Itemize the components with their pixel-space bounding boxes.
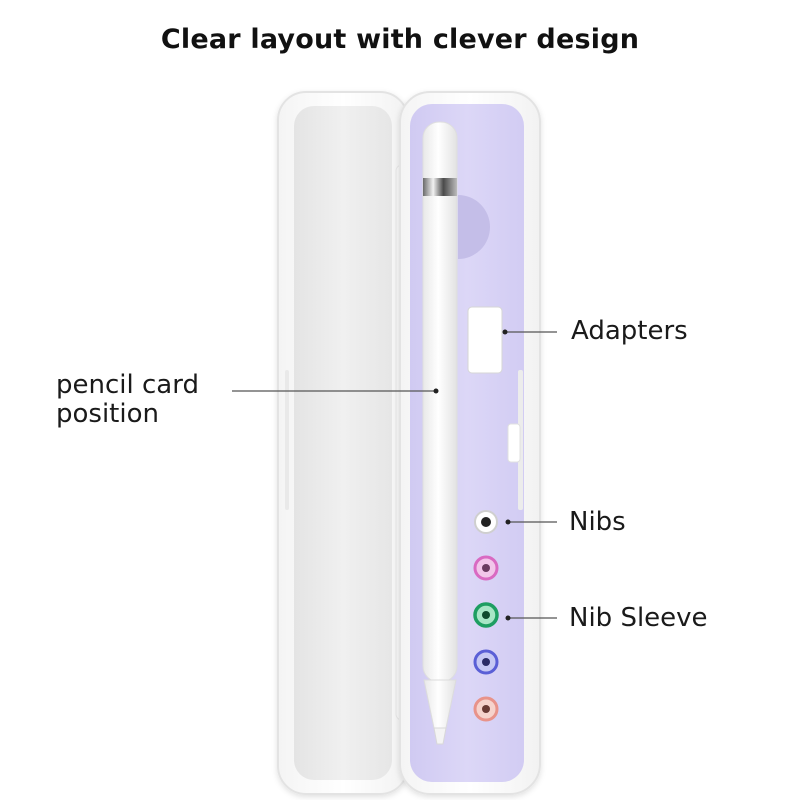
callout-nib-sleeve: Nib Sleeve	[569, 603, 708, 633]
callout-adapters: Adapters	[571, 316, 688, 346]
nib-sleeve-peach	[473, 696, 499, 722]
thumb-recess	[458, 195, 490, 259]
nib-sleeve-blue	[473, 649, 499, 675]
nib-sleeve-green	[473, 602, 499, 628]
callout-pencil-card-line2: position	[56, 399, 159, 429]
case-clasp	[507, 423, 521, 463]
callout-pencil-card-position: pencil card position	[56, 371, 199, 429]
leader-lines	[232, 329, 557, 621]
page-title: Clear layout with clever design	[160, 24, 640, 55]
callout-pencil-card-line1: pencil card	[56, 370, 199, 400]
adapter-slot	[467, 306, 503, 374]
callout-nibs: Nibs	[569, 507, 626, 537]
pencil	[422, 121, 458, 745]
nib-holders	[473, 510, 499, 722]
pencil-metal-band	[423, 178, 457, 196]
case-base	[399, 91, 541, 795]
case-lid	[277, 91, 409, 795]
nib-sleeve-pink	[473, 555, 499, 581]
nib-holder-white	[474, 510, 498, 534]
